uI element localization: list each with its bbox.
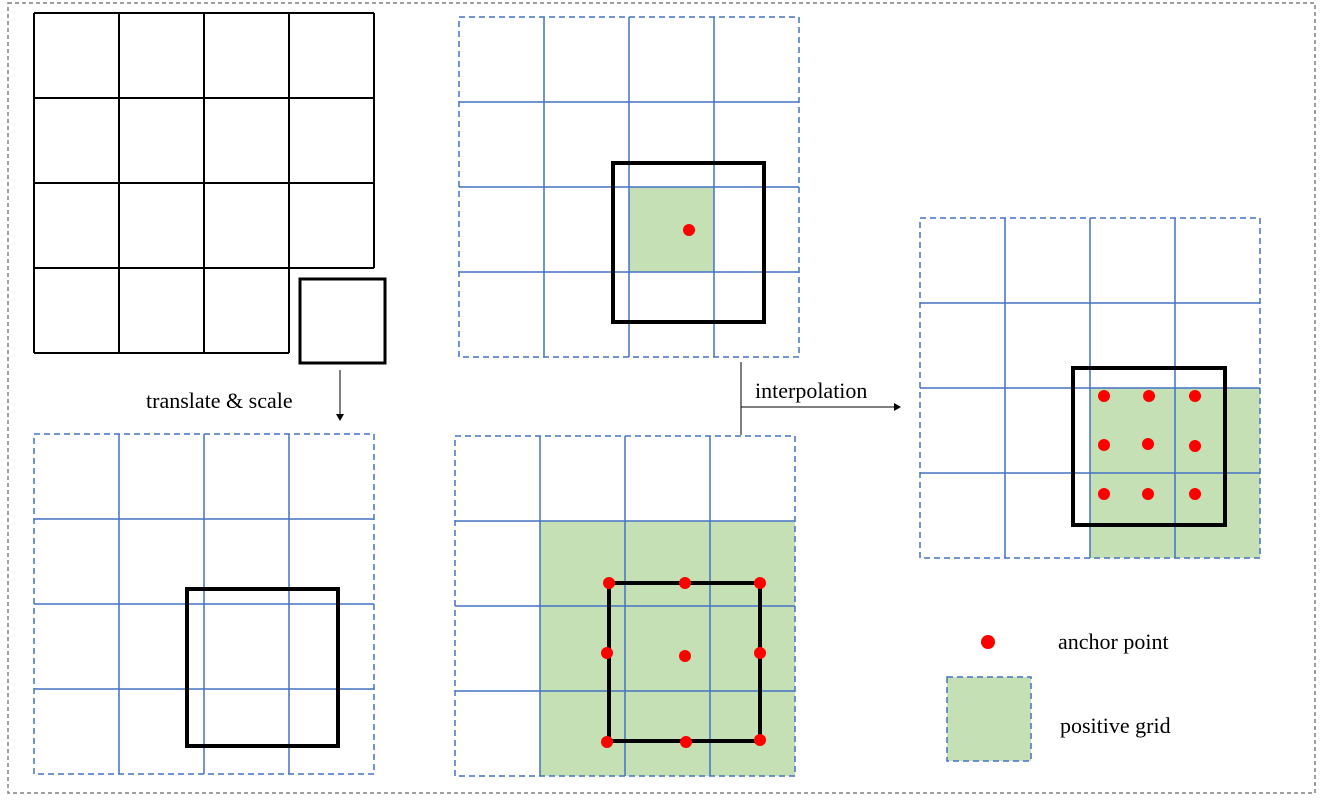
anchor-point: [754, 734, 766, 746]
roi-box: [611, 161, 766, 324]
anchor-point: [679, 650, 691, 662]
outer-border: [7, 2, 1316, 794]
green-square-icon: [946, 676, 1032, 762]
anchor-point: [1189, 488, 1201, 500]
translate-scale-arrow: [336, 370, 344, 421]
anchor-point: [1189, 440, 1201, 452]
anchor-point: [679, 577, 691, 589]
center-anchor-panel: [458, 16, 800, 358]
boundary-anchor-panel: [454, 435, 796, 777]
legend-positive-label: positive grid: [1060, 713, 1171, 738]
anchor-point: [603, 577, 615, 589]
interpolation-arrow: [740, 362, 901, 435]
anchor-point: [683, 224, 695, 236]
anchor-point: [1098, 439, 1110, 451]
positive-cell: [629, 187, 714, 272]
anchor-point: [601, 736, 613, 748]
red-dot-icon: [981, 635, 995, 649]
anchor-point: [1098, 488, 1110, 500]
roi-box: [185, 587, 340, 748]
source-grid-panel: [33, 12, 387, 365]
anchor-point: [754, 647, 766, 659]
transformed-grid-panel: [33, 433, 375, 775]
anchor-point: [680, 736, 692, 748]
legend-anchor-label: anchor point: [1058, 629, 1169, 654]
roi-box: [1071, 366, 1227, 527]
anchor-point: [1189, 390, 1201, 402]
legend: anchor point positive grid: [946, 629, 1171, 762]
anchor-point: [601, 647, 613, 659]
anchor-point: [1142, 438, 1154, 450]
anchor-point: [754, 577, 766, 589]
anchor-point: [1098, 390, 1110, 402]
source-grid-lines: [33, 12, 375, 354]
translate-scale-label: translate & scale: [146, 388, 293, 413]
interpolation-label: interpolation: [755, 378, 867, 403]
roi-box-small: [298, 277, 387, 365]
interpolated-panel: [919, 217, 1261, 559]
positive-region: [540, 521, 795, 776]
anchor-point: [1142, 488, 1154, 500]
anchor-point: [1143, 390, 1155, 402]
